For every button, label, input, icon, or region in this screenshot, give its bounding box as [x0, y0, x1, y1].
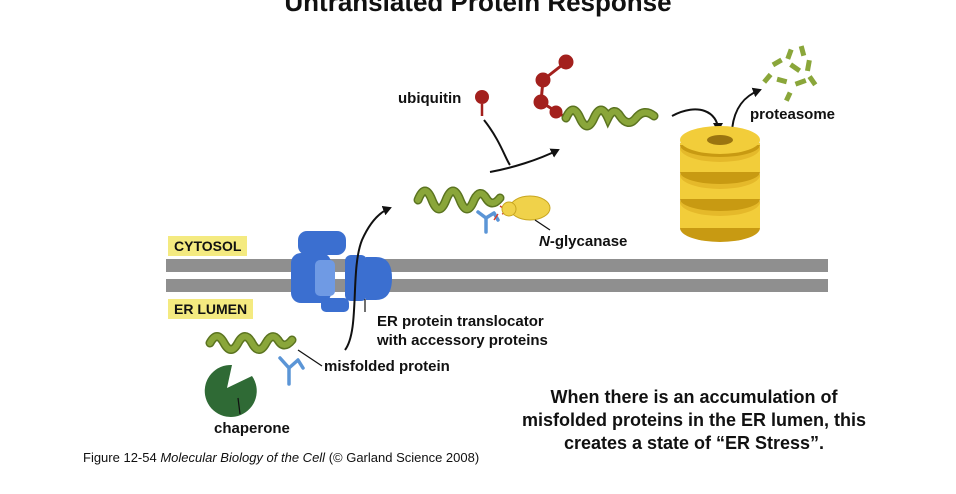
- ubiquitin-icon: [475, 90, 489, 116]
- misfolded-protein-label: misfolded protein: [324, 358, 450, 375]
- cytosolic-protein-icon: [413, 186, 505, 214]
- statement-line3: creates a state of “ER Stress”.: [563, 433, 825, 453]
- chaperone-label: chaperone: [214, 420, 290, 437]
- glycan-icon: [278, 356, 305, 386]
- statement-line2: misfolded proteins in the ER lumen, this: [521, 410, 867, 430]
- er-lumen-label: ER LUMEN: [168, 299, 254, 319]
- figure-caption: Figure 12-54 Molecular Biology of the Ce…: [83, 450, 479, 465]
- er-membrane: [166, 259, 828, 292]
- leader-lines: [237, 219, 551, 415]
- ubiquitin-label: ubiquitin: [398, 90, 462, 107]
- glycan-icon-cytosol: [476, 210, 500, 234]
- statement-line1: When there is an accumulation of: [550, 387, 838, 407]
- n-glycanase-label: N-glycanase: [539, 233, 627, 250]
- chaperone-icon: [204, 364, 257, 417]
- translocator-label-line2: with accessory proteins: [377, 332, 548, 349]
- retrotranslocation-arrow: [344, 205, 392, 351]
- n-glycanase-label-rest: -glycanase: [549, 233, 628, 250]
- peptide-release-arrow: [731, 87, 762, 131]
- n-glycanase-label-prefix: N: [539, 233, 550, 250]
- ubiquitinated-protein-icon: [561, 105, 659, 131]
- ubiquitination-arrow: [489, 148, 560, 173]
- degradation-arrow: [671, 108, 723, 132]
- proteasome-icon: [680, 126, 760, 242]
- ubiquitin-arrow: [483, 119, 511, 166]
- cytosol-label: CYTOSOL: [168, 236, 248, 256]
- page-title: Untranslated Protein Response: [284, 0, 672, 17]
- er-stress-statement: When there is an accumulation of misfold…: [488, 386, 900, 455]
- ubiquitin-chain-icon: [533, 54, 574, 119]
- caption-book-title: Molecular Biology of the Cell: [160, 450, 326, 465]
- translocator-label-line1: ER protein translocator: [377, 313, 544, 330]
- peptide-fragments-icon: [762, 45, 818, 102]
- n-glycanase-icon: [501, 195, 551, 221]
- caption-suffix: (© Garland Science 2008): [325, 450, 480, 465]
- proteasome-label: proteasome: [750, 106, 836, 123]
- caption-prefix: Figure 12-54: [83, 450, 161, 465]
- misfolded-protein-icon: [205, 332, 297, 354]
- translocator-label: ER protein translocator with accessory p…: [377, 312, 548, 350]
